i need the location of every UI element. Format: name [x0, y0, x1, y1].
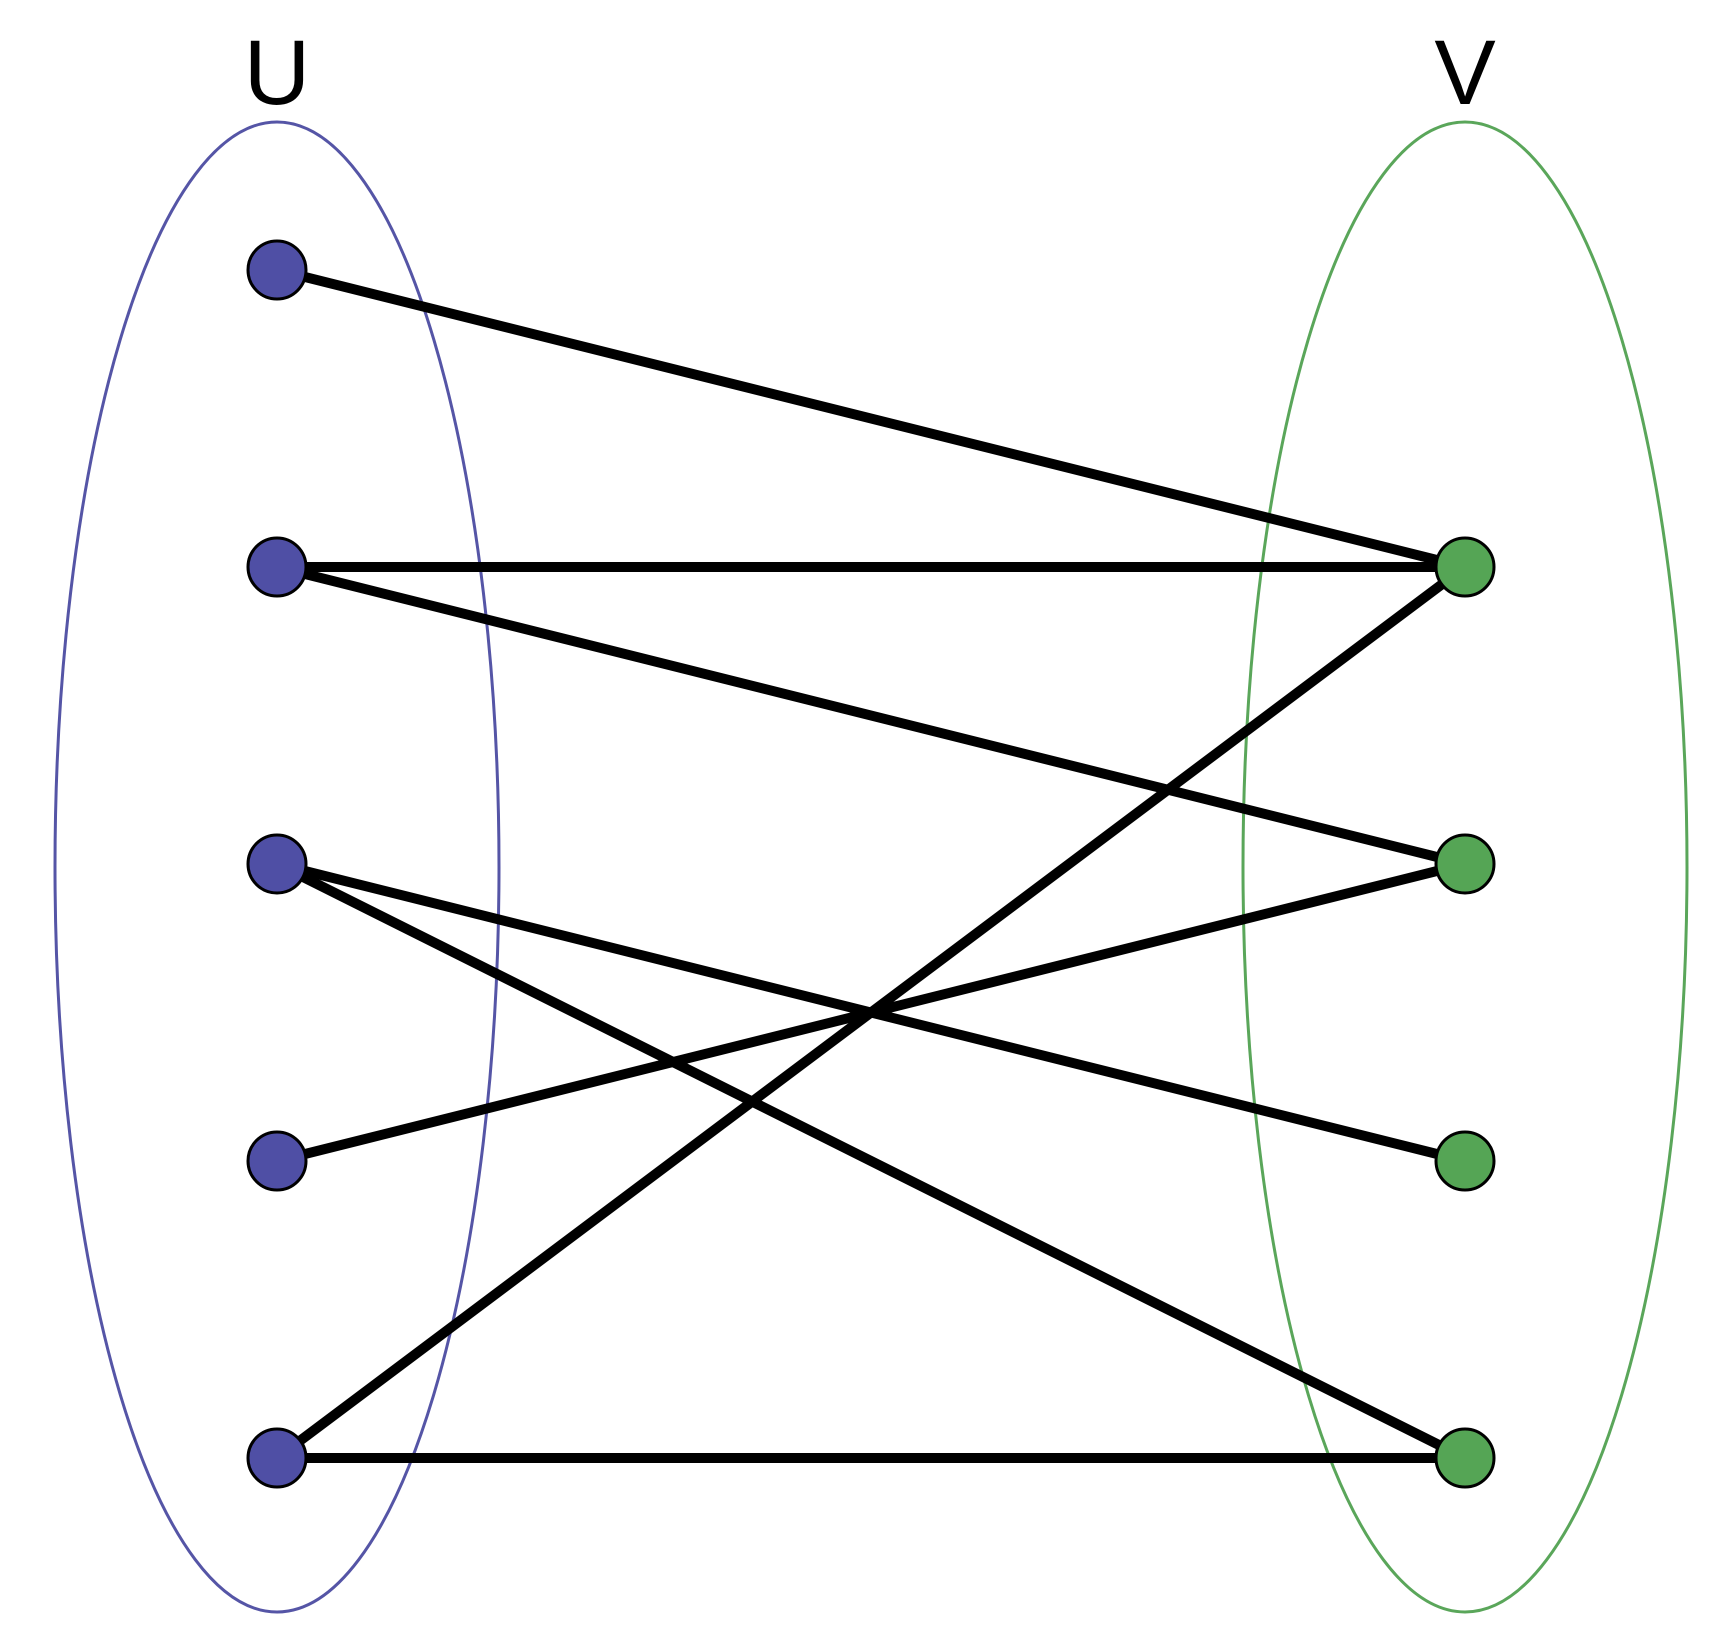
node-v4 [1434, 1427, 1496, 1489]
set-u-ellipse [53, 120, 501, 1614]
node-v2 [1434, 833, 1496, 895]
node-v3 [1434, 1130, 1496, 1192]
edge-u2-v2 [272, 562, 1470, 869]
edge-u3-v4 [272, 859, 1470, 1463]
node-u1 [246, 239, 308, 301]
edge-u1-v1 [272, 265, 1470, 572]
edges-layer [272, 265, 1470, 1463]
node-v1 [1434, 536, 1496, 598]
node-u5 [246, 1427, 308, 1489]
node-u2 [246, 536, 308, 598]
set-u-label: U [244, 22, 310, 124]
set-v-ellipse [1241, 120, 1689, 1614]
nodes-layer [246, 239, 1496, 1489]
node-u4 [246, 1130, 308, 1192]
set-v-label: V [1434, 22, 1495, 124]
edge-u5-v1 [272, 562, 1470, 1463]
node-u3 [246, 833, 308, 895]
